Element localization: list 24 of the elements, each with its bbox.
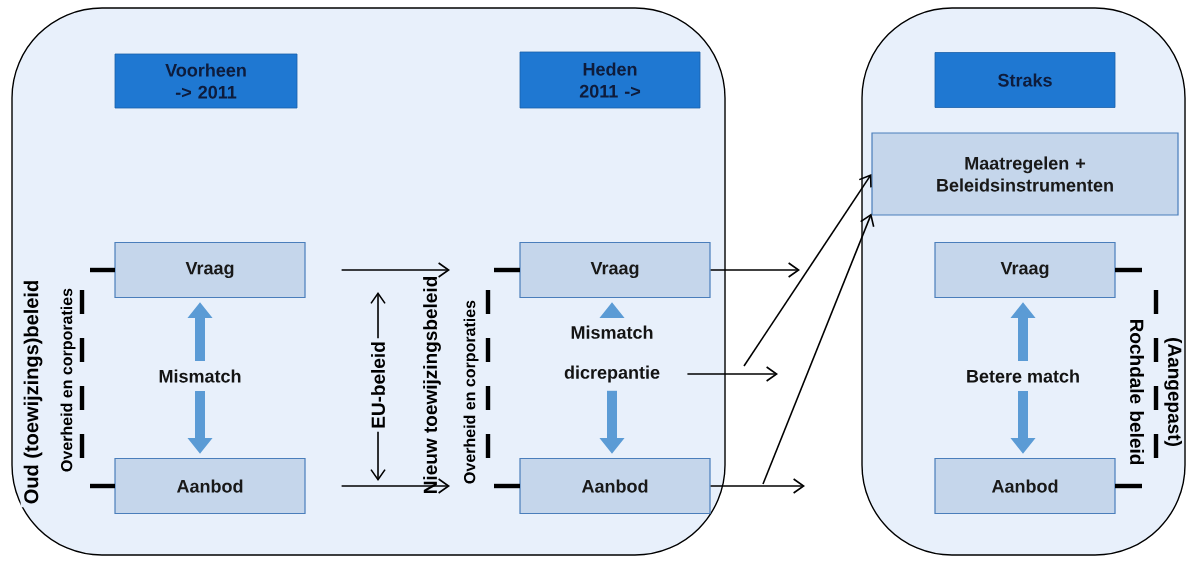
node-text: Betere match (967, 369, 1079, 383)
process-box: Aanbod (934, 457, 1116, 515)
header-box: Voorheen -> 2011 (114, 53, 298, 109)
arrow (709, 478, 805, 494)
process-box: Aanbod (519, 457, 711, 515)
process-box: Maatregelen + Beleidsinstrumenten (871, 132, 1179, 216)
arrow (340, 262, 450, 278)
header-box: Straks (934, 52, 1116, 108)
process-box: Vraag (934, 241, 1116, 299)
node-text: Mismatch dicrepantie (564, 325, 660, 383)
process-box: Vraag (114, 241, 306, 299)
arrow (709, 262, 800, 278)
arrow (340, 478, 450, 494)
header-box: Heden 2011 -> (519, 51, 701, 109)
node-text: Mismatch (159, 369, 241, 383)
process-box: Aanbod (114, 457, 306, 515)
vertical-text: Nieuw toewijzingsbeleid (423, 277, 441, 493)
rotated-label: (Aangepast) Rochdale beleid (1130, 319, 1182, 465)
arrow (686, 366, 778, 382)
arrow (762, 213, 875, 485)
arrow-label: EU-beleid (368, 338, 388, 432)
arrow (743, 174, 872, 367)
process-box: Vraag (519, 241, 711, 299)
rotated-label: Oud (toewijzings)beleid (20, 276, 46, 508)
